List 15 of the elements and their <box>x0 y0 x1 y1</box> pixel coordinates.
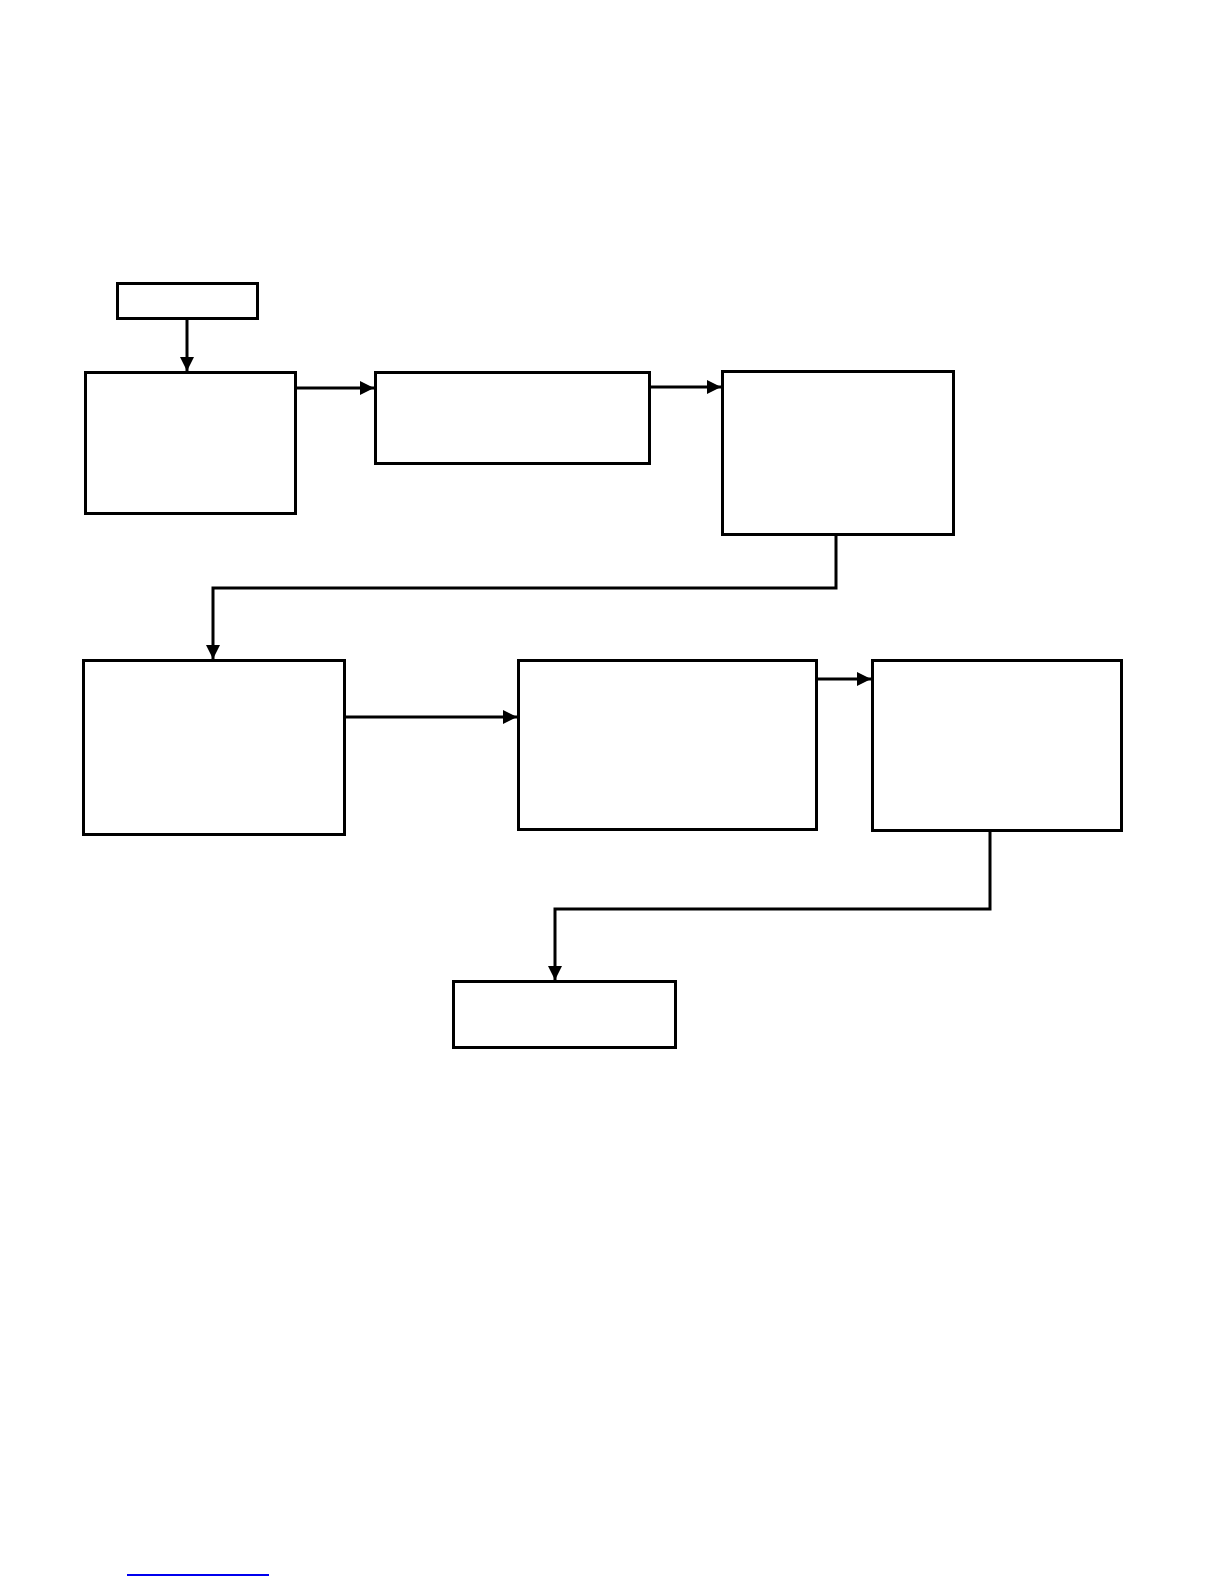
arrow <box>651 380 721 394</box>
arrow <box>346 710 517 724</box>
arrow <box>180 320 194 371</box>
arrow <box>297 381 374 395</box>
process-box <box>116 282 259 320</box>
process-box <box>721 370 955 536</box>
process-box <box>84 371 297 515</box>
process-box <box>871 659 1123 832</box>
process-box <box>452 980 677 1049</box>
process-box <box>82 659 346 836</box>
arrow <box>818 672 871 686</box>
process-box <box>374 371 651 465</box>
arrow <box>206 536 838 659</box>
arrow <box>548 832 992 980</box>
process-box <box>517 659 818 831</box>
